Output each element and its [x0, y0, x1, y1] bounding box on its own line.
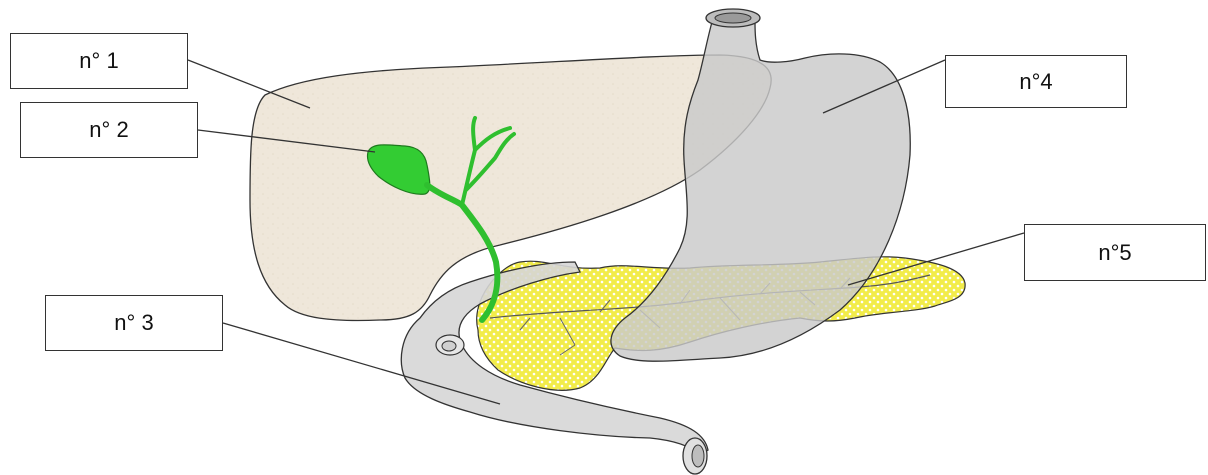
- duodenum-end-lumen: [692, 445, 704, 467]
- esophagus-lumen: [715, 13, 751, 23]
- label-text-1: n° 1: [79, 48, 118, 74]
- label-box-5: n°5: [1024, 224, 1206, 281]
- label-box-1: n° 1: [10, 33, 188, 89]
- label-text-2: n° 2: [89, 117, 128, 143]
- label-text-5: n°5: [1098, 240, 1131, 266]
- duodenum-papilla-inner: [442, 341, 456, 351]
- leader-line-1: [188, 60, 310, 108]
- label-box-2: n° 2: [20, 102, 198, 158]
- label-text-4: n°4: [1019, 69, 1052, 95]
- label-box-4: n°4: [945, 55, 1127, 108]
- label-box-3: n° 3: [45, 295, 223, 351]
- label-text-3: n° 3: [114, 310, 153, 336]
